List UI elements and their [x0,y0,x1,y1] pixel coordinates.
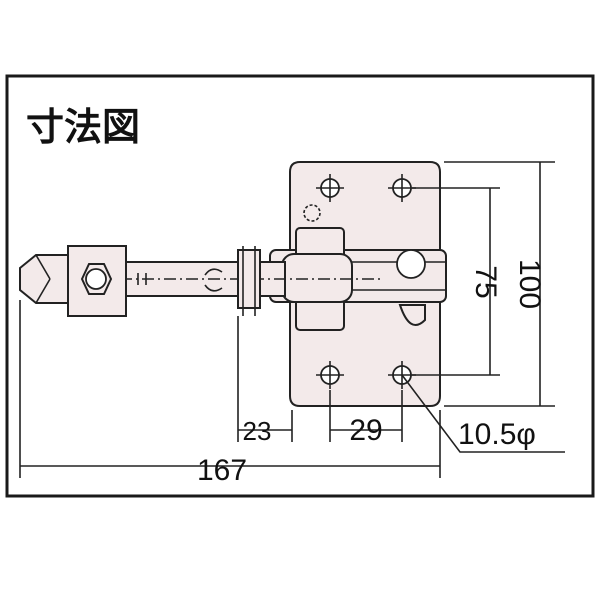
dimension-label-100: 100 [513,259,546,309]
mounting-holes [303,174,416,389]
spindle-tip [19,254,69,304]
dimension-overall-length: 167 [19,300,441,487]
clamp-cam [398,304,426,326]
dimension-label-23: 23 [243,416,272,446]
spindle-spring [204,268,223,292]
dimension-hole-pitch-y: 75 [412,187,502,376]
dimension-label-hole-diameter: 10.5φ [458,418,536,451]
hex-nut [67,245,127,317]
spindle-rod [119,246,380,316]
dimension-label-167: 167 [197,454,247,487]
mounting-hole-top-left [316,174,344,202]
hidden-pin-circle [303,204,321,222]
dimension-label-29: 29 [349,414,382,447]
clamp-pivot-pin [396,249,426,279]
spindle-collar [237,249,261,309]
clamp-pivot-block [281,253,353,303]
dimension-base-height: 100 [444,161,555,407]
dimension-hole-diameter: 10.5φ [401,374,565,453]
dimension-label-75: 75 [469,265,502,298]
mounting-hole-bottom-left [316,361,344,389]
drawing-title: 寸法図 [26,105,140,149]
mounting-hole-top-right [388,174,416,202]
dimension-hole-pitch-x: 29 [329,390,403,447]
dimension-offset: 23 [237,316,293,446]
